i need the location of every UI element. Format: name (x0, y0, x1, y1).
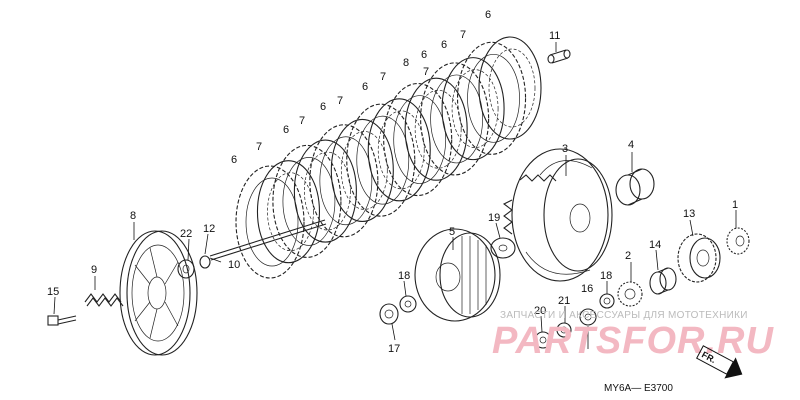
callout-8: 8 (130, 210, 136, 222)
friction-disc (456, 41, 527, 155)
callout-6: 6 (421, 49, 427, 61)
clutch-plate-stack (235, 36, 542, 279)
bolt (47, 315, 77, 326)
callout-5: 5 (449, 226, 455, 238)
callout-22: 22 (180, 228, 192, 240)
primary-drive-gear (677, 233, 721, 283)
steel-plate (404, 77, 468, 181)
oil-pump-gear (726, 227, 750, 255)
collar (615, 168, 655, 206)
nut-20 (534, 331, 552, 349)
pressure-plate (119, 230, 198, 356)
callout-9: 9 (91, 264, 97, 276)
steel-plate (441, 57, 505, 161)
callout-16: 16 (581, 283, 593, 295)
pin (547, 49, 571, 64)
steel-plate (330, 118, 394, 223)
callout-6: 6 (485, 9, 491, 21)
steel-plate (256, 160, 321, 264)
callout-20: 20 (534, 305, 546, 317)
callout-13: 13 (683, 208, 695, 220)
thrust-washer (490, 237, 516, 259)
watermark-text: ЗАПЧАСТИ И АКСЕССУАРЫ ДЛЯ МОТОТЕХНИКИ (500, 310, 748, 321)
steel-plate (293, 139, 357, 243)
callout-7: 7 (460, 29, 466, 41)
callout-3: 3 (562, 143, 568, 155)
callout-7: 7 (337, 95, 343, 107)
callout-18: 18 (398, 270, 410, 282)
callout-6: 6 (231, 154, 237, 166)
callout-6: 6 (362, 81, 368, 93)
callout-6: 6 (320, 101, 326, 113)
bushing (649, 267, 677, 295)
drive-gear-small (617, 281, 643, 307)
nut-16 (579, 308, 597, 326)
friction-disc (346, 103, 416, 217)
lifter-bearing (177, 259, 195, 279)
clutch-spring (84, 293, 124, 307)
callout-21: 21 (558, 295, 570, 307)
washer-21 (556, 322, 572, 338)
clutch-outer (502, 148, 613, 282)
callout-7: 7 (256, 141, 262, 153)
callout-6: 6 (283, 124, 289, 136)
steel-plate (478, 36, 542, 140)
friction-disc (272, 144, 342, 258)
leader-lines (53, 42, 737, 349)
callout-7: 7 (380, 71, 386, 83)
friction-disc (420, 62, 490, 176)
callout-15: 15 (47, 286, 59, 298)
clutch-center (414, 228, 501, 322)
callout-14: 14 (649, 239, 661, 251)
lock-nut (379, 303, 399, 325)
washer-left (399, 295, 417, 313)
callout-10: 10 (228, 259, 240, 271)
callout-11: 11 (549, 30, 560, 42)
callout-7: 7 (299, 115, 305, 127)
steel-plate (367, 98, 431, 202)
callout-8: 8 (403, 57, 409, 69)
friction-disc (235, 165, 305, 279)
callout-18: 18 (600, 270, 612, 282)
callout-4: 4 (628, 139, 634, 151)
friction-disc (309, 124, 379, 238)
diagram-code: MY6A— E3700 (604, 383, 673, 394)
brand-logo-text: PARTSFOR.RU (492, 320, 774, 362)
friction-disc (383, 82, 453, 197)
callout-6: 6 (441, 39, 447, 51)
callout-2: 2 (625, 250, 631, 262)
callout-17: 17 (388, 343, 400, 355)
plate-callouts: 6 6 6 6 6 6 6 7 7 7 7 7 7 (231, 9, 491, 166)
callout-7: 7 (423, 66, 429, 78)
lifter-rod (209, 219, 327, 261)
lifter-piece (199, 255, 211, 269)
callout-12: 12 (203, 223, 215, 235)
washer-right (599, 293, 615, 309)
callout-1: 1 (732, 199, 738, 211)
callout-19: 19 (488, 212, 500, 224)
